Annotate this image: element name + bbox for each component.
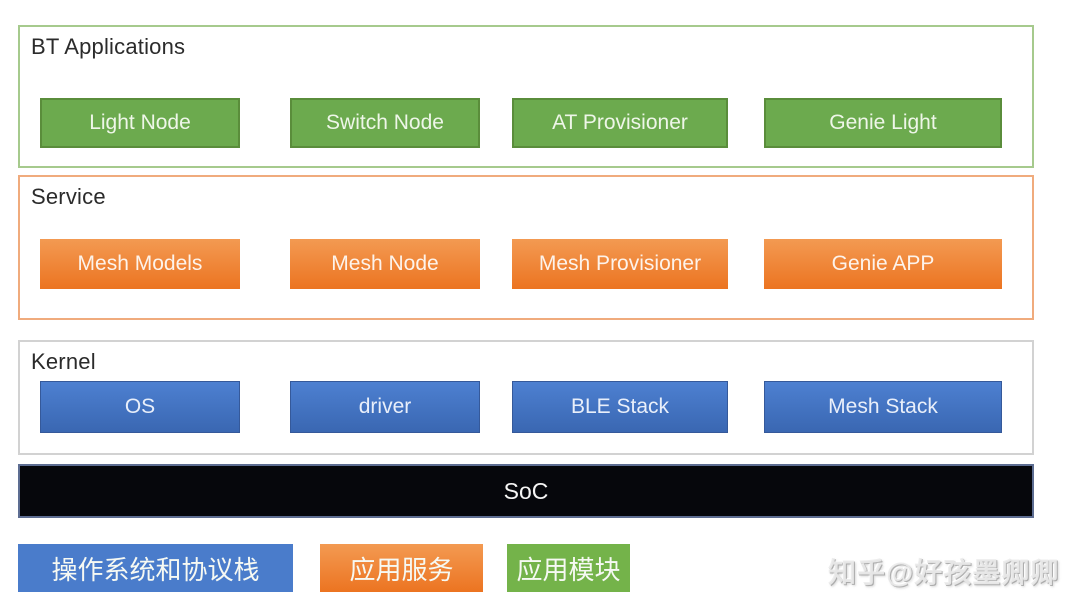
legend-os-and-protocol-stack: 操作系统和协议栈	[18, 544, 293, 592]
module-mesh-node: Mesh Node	[290, 239, 480, 289]
layer-title-bt-applications: BT Applications	[31, 34, 186, 59]
layer-service: Service Mesh Models Mesh Node Mesh Provi…	[18, 175, 1034, 320]
legend-application-module: 应用模块	[507, 544, 630, 592]
module-genie-light: Genie Light	[764, 98, 1002, 148]
module-os: OS	[40, 381, 240, 433]
module-at-provisioner: AT Provisioner	[512, 98, 728, 148]
layer-bt-applications: BT Applications Light Node Switch Node A…	[18, 25, 1034, 168]
zhihu-watermark: 知乎@好孩墨卿卿	[828, 557, 1060, 588]
soc-label: SoC	[503, 477, 549, 504]
module-genie-app: Genie APP	[764, 239, 1002, 289]
module-light-node: Light Node	[40, 98, 240, 148]
soc-bar: SoC	[18, 464, 1034, 518]
module-mesh-stack: Mesh Stack	[764, 381, 1002, 433]
legend-application-service: 应用服务	[320, 544, 483, 592]
layer-title-service: Service	[31, 184, 106, 209]
module-ble-stack: BLE Stack	[512, 381, 728, 433]
layer-title-kernel: Kernel	[31, 349, 96, 374]
module-driver: driver	[290, 381, 480, 433]
module-switch-node: Switch Node	[290, 98, 480, 148]
layer-kernel: Kernel OS driver BLE Stack Mesh Stack	[18, 340, 1034, 455]
module-mesh-models: Mesh Models	[40, 239, 240, 289]
module-mesh-provisioner: Mesh Provisioner	[512, 239, 728, 289]
